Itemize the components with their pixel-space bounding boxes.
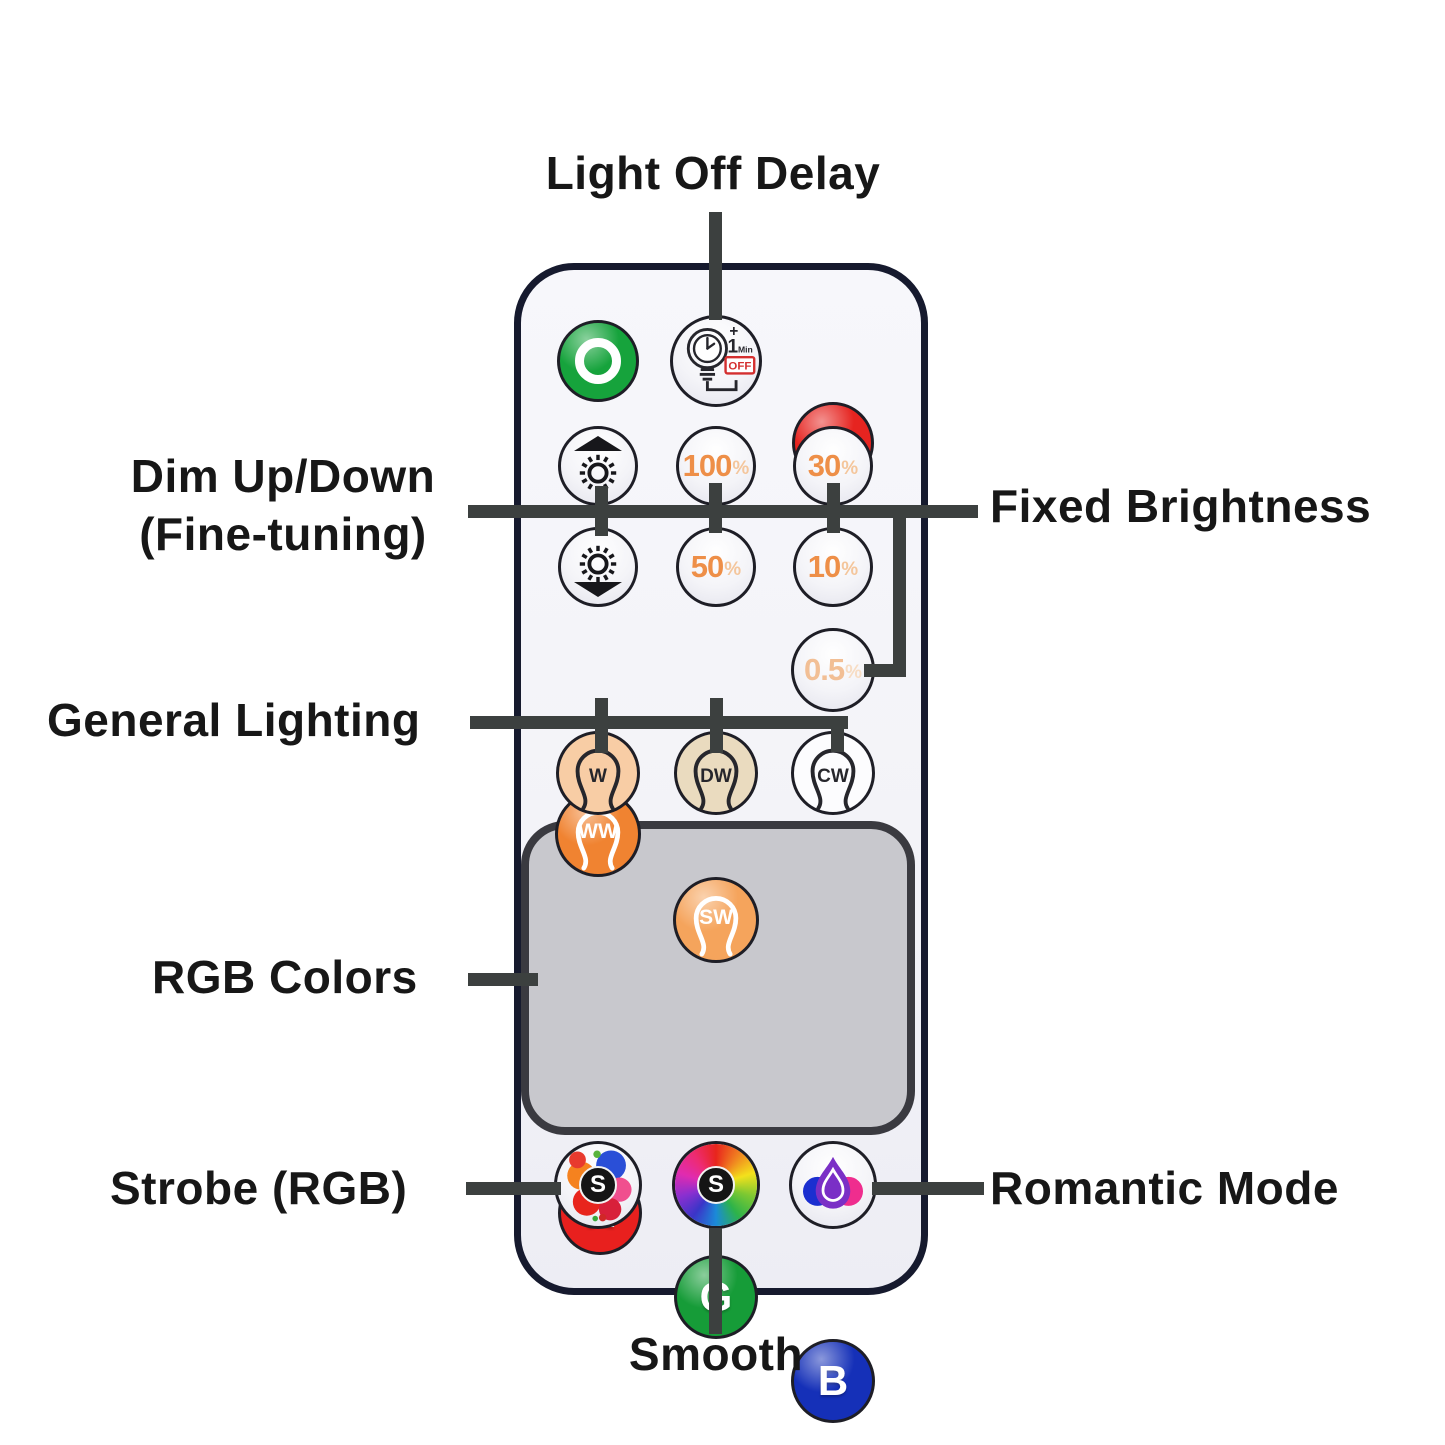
brightness-05-unit: %	[845, 662, 862, 683]
connector-fixed-vertical	[893, 505, 906, 677]
connector-stub-cw	[831, 716, 844, 752]
romantic-mode-button[interactable]	[789, 1141, 877, 1229]
label-romantic-mode: Romantic Mode	[990, 1162, 1339, 1214]
label-dim-up-down: Dim Up/Down (Fine-tuning)	[58, 447, 508, 563]
label-strobe-rgb: Strobe (RGB)	[110, 1162, 408, 1214]
soft-white-button[interactable]: SW	[673, 877, 759, 963]
label-rgb-colors: RGB Colors	[152, 951, 418, 1003]
power-on-button[interactable]	[557, 320, 639, 402]
brightness-30-value: 30	[807, 448, 841, 483]
connector-romantic	[872, 1182, 984, 1195]
brightness-50-button[interactable]: 50%	[676, 527, 756, 607]
arrow-down-icon	[574, 582, 622, 597]
dim-down-button[interactable]	[558, 527, 638, 607]
timer-off-text: OFF	[728, 361, 751, 373]
timer-min-unit-text: Min	[738, 344, 753, 354]
connector-stub-05	[864, 664, 906, 677]
strobe-s-icon: S	[579, 1166, 617, 1204]
romantic-droplet-icon	[803, 1156, 863, 1209]
smooth-s-icon: S	[697, 1166, 735, 1204]
cw-label: CW	[817, 766, 849, 787]
label-smooth: Smooth	[628, 1328, 804, 1380]
daylight-white-button[interactable]: DW	[674, 731, 758, 815]
brightness-10-unit: %	[841, 559, 859, 580]
brightness-100-button[interactable]: 100%	[676, 426, 756, 506]
brightness-50-value: 50	[690, 549, 724, 584]
label-general-lighting: General Lighting	[47, 694, 421, 746]
dim-up-button[interactable]	[558, 426, 638, 506]
strobe-s-label: S	[589, 1171, 606, 1198]
timer-plus-text: +	[729, 323, 738, 340]
brightness-05-value: 0.5	[803, 652, 845, 687]
light-off-delay-button[interactable]: + 1 Min OFF	[670, 315, 762, 407]
brightness-50-unit: %	[724, 559, 742, 580]
timer-bulb-icon: + 1 Min OFF	[686, 323, 756, 392]
connector-stub-dim	[595, 486, 608, 536]
label-dim-up-down-line1: Dim Up/Down	[130, 450, 436, 502]
label-dim-up-down-line2: (Fine-tuning)	[139, 508, 427, 560]
sw-label: SW	[699, 906, 733, 929]
connector-stub-sw-dw	[710, 698, 723, 753]
dw-label: DW	[700, 766, 732, 787]
brightness-100-value: 100	[682, 448, 733, 483]
strobe-button[interactable]: S	[554, 1141, 642, 1229]
brightness-30-unit: %	[841, 458, 859, 479]
brightness-10-value: 10	[807, 549, 841, 584]
sun-icon	[579, 454, 617, 492]
connector-general-lighting	[470, 716, 848, 729]
blue-button[interactable]: B	[791, 1339, 875, 1423]
smooth-s-label: S	[707, 1171, 724, 1198]
connector-stub-100-50	[709, 483, 722, 533]
connector-rgb-colors	[468, 973, 538, 986]
connector-stub-ww-w	[595, 698, 608, 753]
power-on-ring-icon	[575, 338, 621, 384]
smooth-button[interactable]: S	[672, 1141, 760, 1229]
sun-icon	[579, 545, 617, 583]
connector-smooth	[709, 1228, 722, 1334]
brightness-100-unit: %	[732, 458, 750, 479]
label-light-off-delay: Light Off Delay	[545, 147, 881, 199]
arrow-up-icon	[574, 436, 622, 451]
label-fixed-brightness: Fixed Brightness	[990, 480, 1372, 532]
brightness-05-button[interactable]: 0.5%	[791, 628, 875, 712]
brightness-10-button[interactable]: 10%	[793, 527, 873, 607]
connector-strobe	[466, 1182, 561, 1195]
connector-stub-30-10	[827, 483, 840, 533]
timer-minutes-text: 1	[727, 336, 738, 357]
connector-light-off-delay	[709, 212, 722, 320]
ww-label: WW	[578, 820, 618, 843]
w-label: W	[589, 766, 607, 787]
